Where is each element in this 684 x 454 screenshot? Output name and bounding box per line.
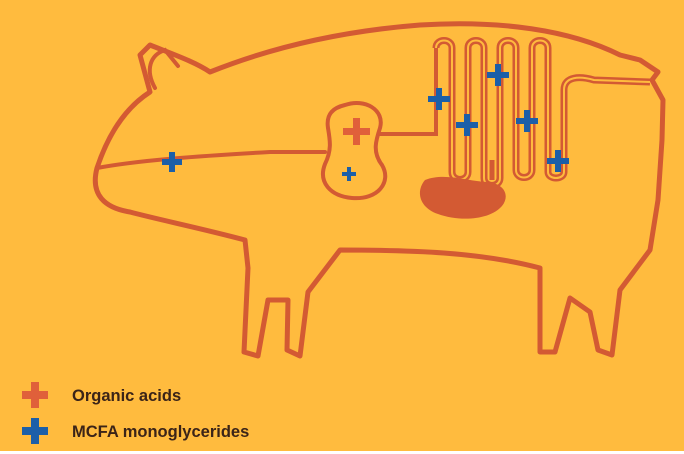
legend-label: Organic acids (72, 387, 181, 406)
plus-icon (22, 418, 48, 444)
plus-icon (22, 382, 48, 408)
legend-label: MCFA monoglycerides (72, 423, 249, 442)
